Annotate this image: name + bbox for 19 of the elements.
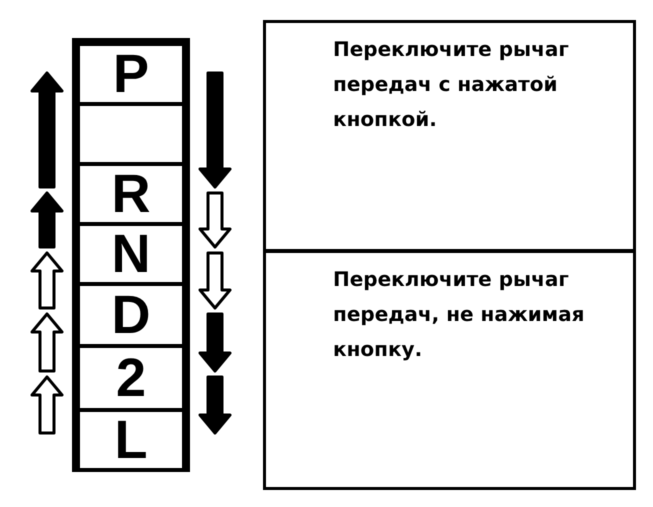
block-arrow	[30, 72, 64, 188]
block-arrow	[30, 376, 64, 434]
block-arrow	[198, 72, 232, 188]
block-arrow	[198, 192, 232, 248]
gear-letter: N	[112, 227, 150, 281]
gear-letter: 2	[116, 351, 146, 405]
block-arrow	[198, 312, 232, 372]
gear-letter: L	[114, 413, 148, 467]
legend-text: Переключите рычаг передач с нажатой кнопкой.	[333, 36, 570, 133]
block-arrow	[198, 376, 232, 434]
block-arrow	[30, 252, 64, 310]
legend-text: Переключите рычаг передач, не нажимая кнопку.	[333, 266, 586, 363]
gear-selector-frame	[72, 38, 190, 472]
block-arrow	[198, 252, 232, 310]
gear-letter: R	[112, 167, 150, 221]
gear-letter: D	[112, 288, 150, 342]
gear-letter: P	[112, 47, 150, 101]
block-arrow	[30, 312, 64, 372]
block-arrow	[30, 192, 64, 248]
